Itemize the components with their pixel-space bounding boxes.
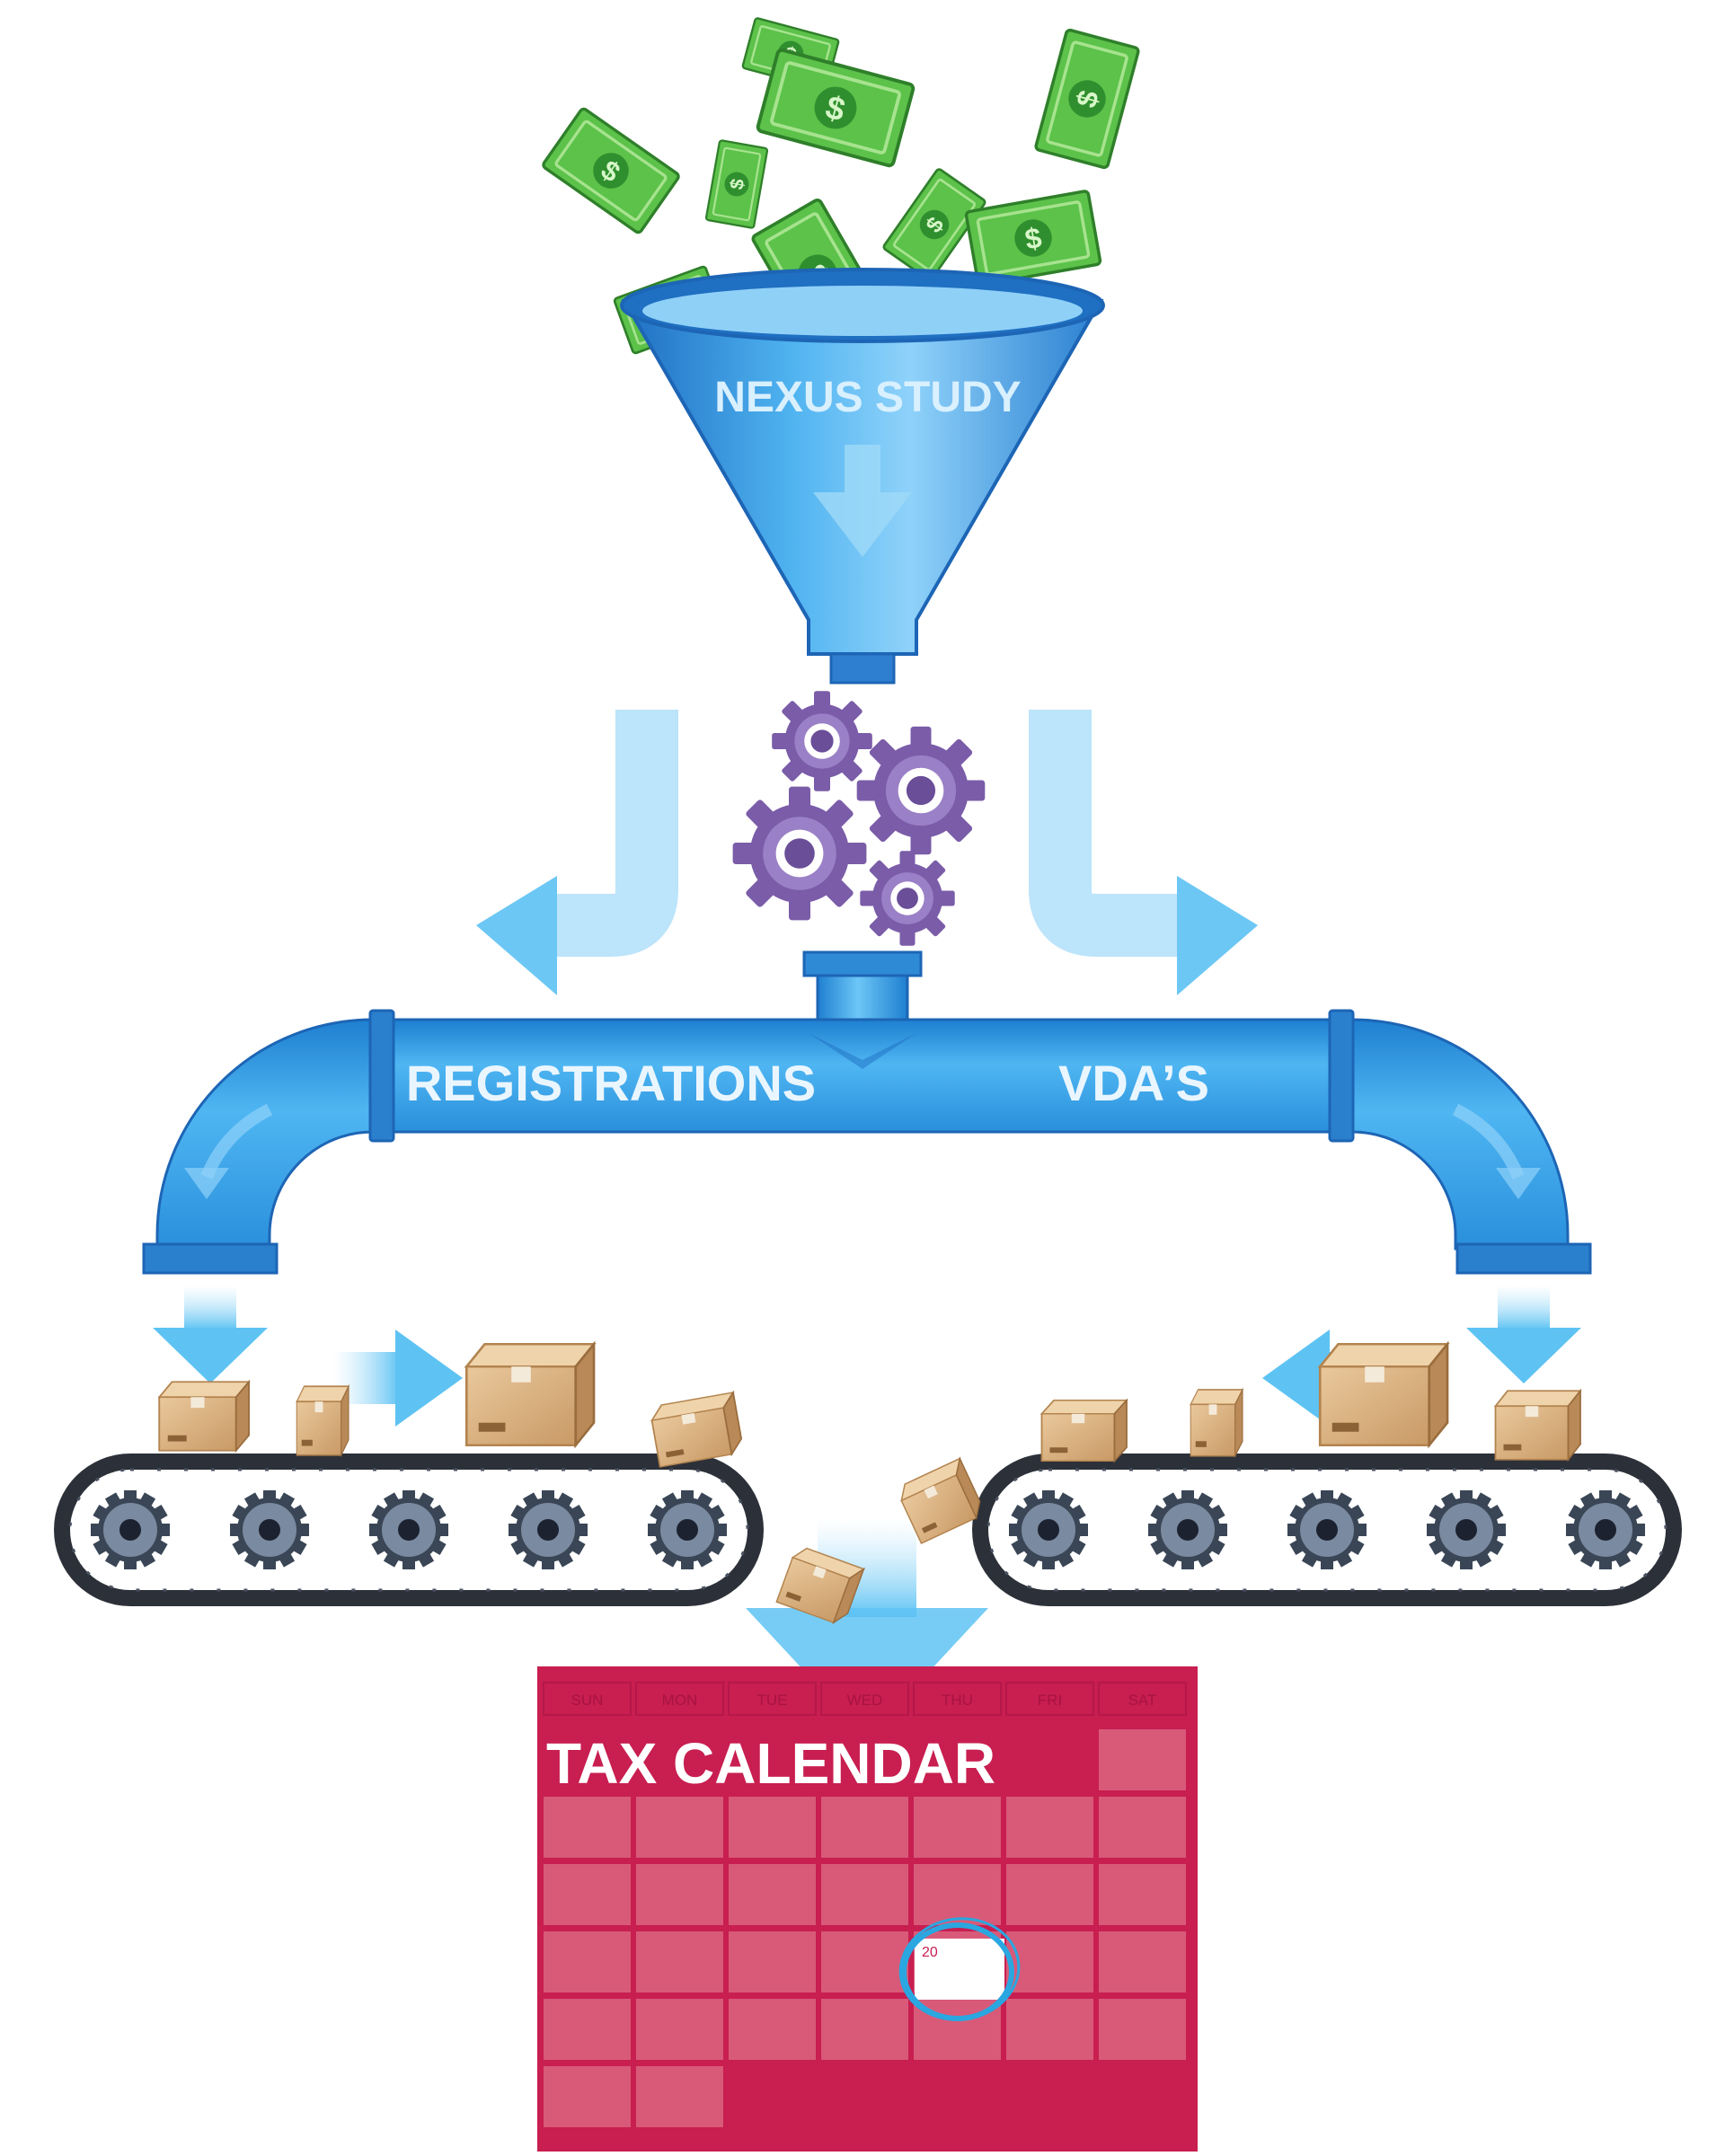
arrow-icon bbox=[1496, 1168, 1541, 1199]
calendar-cell bbox=[1006, 1864, 1093, 1925]
box-icon bbox=[158, 1381, 250, 1452]
split-arrows bbox=[476, 710, 1258, 995]
calendar-cell bbox=[1099, 1999, 1186, 2060]
gear-icon bbox=[860, 851, 955, 946]
calendar-cell bbox=[544, 1864, 631, 1925]
conveyor-belt-icon bbox=[54, 1454, 764, 1606]
day-header-cell bbox=[1098, 1682, 1187, 1716]
dollar-bill-icon bbox=[540, 106, 682, 235]
outlet-arrows bbox=[153, 1285, 1581, 1383]
calendar-cell bbox=[1006, 1797, 1093, 1858]
arrow-icon bbox=[1177, 876, 1258, 995]
day-label: TUE bbox=[757, 1692, 788, 1709]
day-header-cell bbox=[820, 1682, 909, 1716]
arrow-icon bbox=[557, 710, 678, 957]
calendar-cell bbox=[1099, 1864, 1186, 1925]
arrow-icon bbox=[153, 1328, 268, 1383]
calendar-cell bbox=[1006, 1999, 1093, 2060]
arrow-icon bbox=[1262, 1330, 1330, 1427]
box-icon bbox=[649, 1392, 745, 1468]
box-icon bbox=[1494, 1390, 1581, 1461]
calendar-title: TAX CALENDAR bbox=[546, 1731, 995, 1796]
vdas-label: VDA’S bbox=[1058, 1055, 1209, 1111]
calendar-cell bbox=[636, 1797, 723, 1858]
day-header-cell bbox=[1005, 1682, 1094, 1716]
day-header-row: SUN MON TUE WED THU FRI SAT bbox=[543, 1682, 1187, 1716]
day-header-cell bbox=[543, 1682, 632, 1716]
calendar-cell bbox=[729, 1797, 816, 1858]
calendar-cell bbox=[821, 1864, 908, 1925]
calendar-cell bbox=[636, 1864, 723, 1925]
arrow-icon bbox=[395, 1330, 463, 1427]
calendar-cell bbox=[821, 1999, 908, 2060]
calendar-cell bbox=[821, 1931, 908, 1993]
arrow-icon bbox=[1466, 1328, 1581, 1383]
dollar-bill-icon bbox=[964, 189, 1102, 287]
dollar-bill-icon bbox=[755, 47, 916, 169]
day-header-cell bbox=[635, 1682, 724, 1716]
pipe-icon: REGISTRATIONS VDA’S bbox=[142, 950, 1592, 1275]
day-label: THU bbox=[942, 1692, 973, 1709]
box-icon bbox=[1318, 1342, 1449, 1447]
funnel-down-arrow-icon bbox=[813, 445, 912, 557]
funnel-label: NEXUS STUDY bbox=[714, 374, 1021, 421]
day-label: MON bbox=[662, 1692, 698, 1709]
dollar-bill-icon bbox=[1033, 27, 1141, 171]
box-icon bbox=[296, 1385, 349, 1456]
calendar-icon: SUN MON TUE WED THU FRI SAT 20 TAX CALENDAR bbox=[537, 1666, 1198, 2152]
calendar-cell bbox=[729, 1999, 816, 2060]
day-label: FRI bbox=[1038, 1692, 1062, 1709]
highlighted-day-cell bbox=[915, 1939, 1004, 2000]
calendar-cell bbox=[636, 1999, 723, 2060]
arrow-icon bbox=[476, 876, 557, 995]
arrow-icon bbox=[1498, 1285, 1550, 1330]
gear-icon bbox=[732, 786, 867, 921]
calendar-cell bbox=[544, 1931, 631, 1993]
calendar-cell bbox=[729, 1864, 816, 1925]
calendar-cell bbox=[1006, 1931, 1093, 1993]
gear-icon bbox=[772, 691, 872, 791]
gear-icon bbox=[856, 726, 986, 855]
day-label: SAT bbox=[1128, 1692, 1157, 1709]
arrow-icon bbox=[184, 1168, 229, 1199]
calendar-cell bbox=[821, 1797, 908, 1858]
box-icon bbox=[1040, 1399, 1128, 1462]
conveyor-belt-icon bbox=[972, 1454, 1682, 1606]
day-header-cell bbox=[913, 1682, 1002, 1716]
calendar-cell bbox=[1099, 1729, 1186, 1790]
calendar-cell bbox=[544, 1797, 631, 1858]
day-header-cell bbox=[728, 1682, 817, 1716]
arrow-icon bbox=[184, 1285, 236, 1330]
box-icon bbox=[464, 1342, 596, 1447]
gears bbox=[732, 691, 986, 946]
highlighted-day-number: 20 bbox=[922, 1945, 938, 1960]
calendar-cell bbox=[544, 2066, 631, 2127]
dollar-bill-icon bbox=[704, 138, 769, 230]
calendar-cell bbox=[914, 1797, 1001, 1858]
day-label: WED bbox=[847, 1692, 883, 1709]
calendar-cell bbox=[1099, 1797, 1186, 1858]
calendar-cell bbox=[1099, 1931, 1186, 1993]
box-icon bbox=[1190, 1389, 1243, 1457]
calendar-cell bbox=[636, 1931, 723, 1993]
calendar-cell bbox=[636, 2066, 723, 2127]
calendar-cell bbox=[914, 1864, 1001, 1925]
registrations-label: REGISTRATIONS bbox=[406, 1055, 816, 1111]
arrow-icon bbox=[1029, 710, 1177, 957]
day-label: SUN bbox=[571, 1692, 604, 1709]
funnel-icon: NEXUS STUDY bbox=[620, 268, 1105, 685]
calendar-cell bbox=[729, 1931, 816, 1993]
calendar-cell bbox=[544, 1999, 631, 2060]
